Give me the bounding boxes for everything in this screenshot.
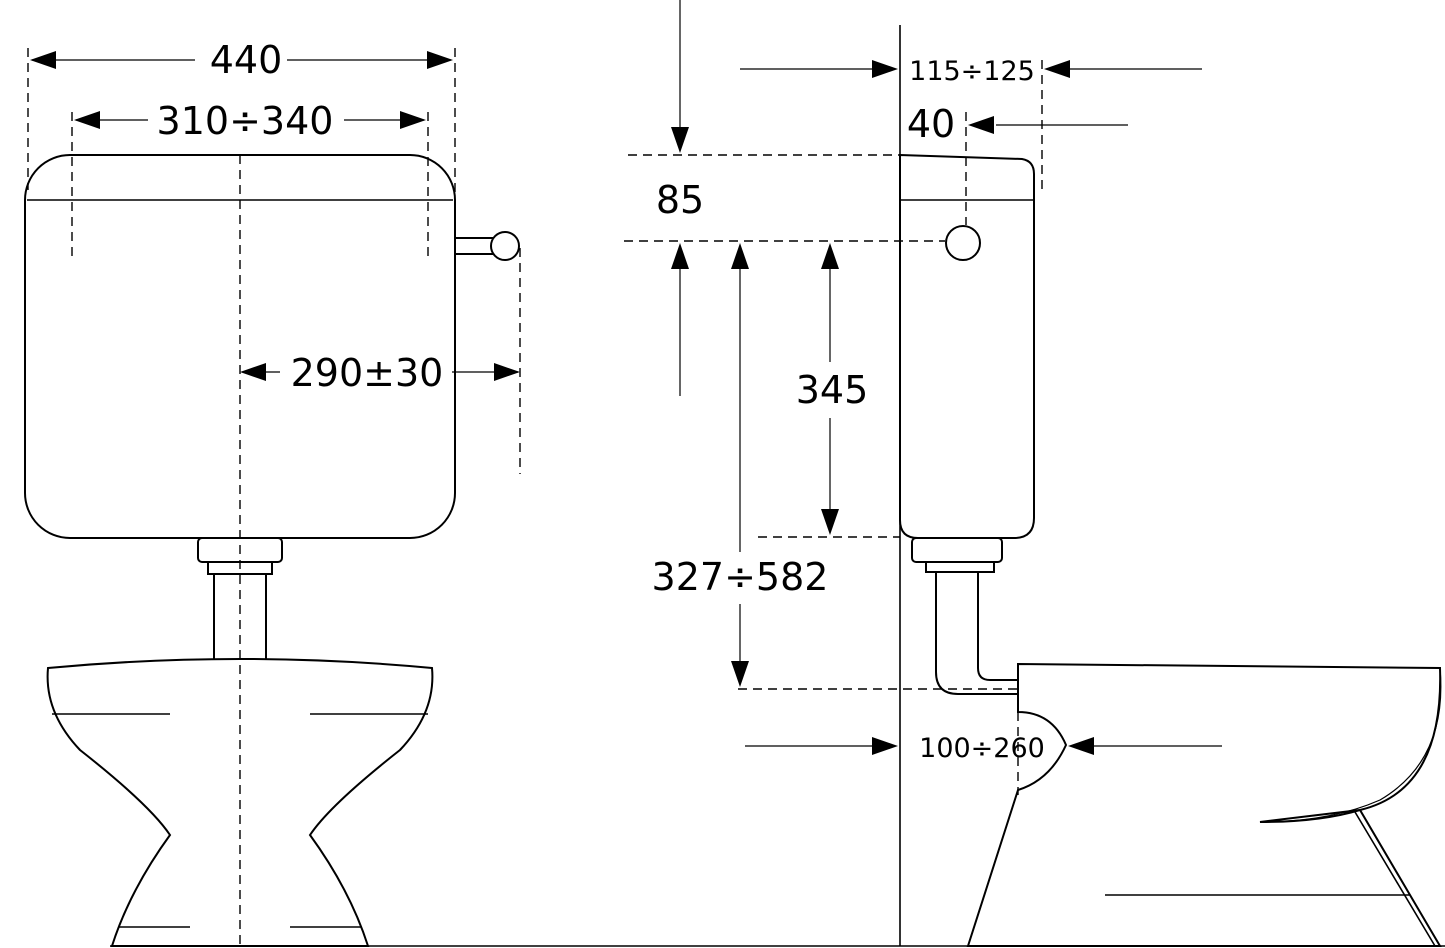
dimension-button-setback: 40 [907, 102, 1128, 146]
side-bowl-inner-curve [1259, 667, 1442, 823]
side-pipe-collar [925, 561, 995, 573]
arrow-345-top [821, 243, 839, 269]
dimension-overall-width: 440 [30, 38, 453, 82]
arrow-100-left [872, 737, 898, 755]
arrow-440-left [30, 51, 56, 69]
arrow-290-right [494, 363, 520, 381]
dimension-inlet-spacing: 310÷340 [74, 99, 426, 143]
arrow-310-left [74, 111, 100, 129]
dimension-tank-height: 345 [796, 243, 869, 535]
label-tank-height: 345 [796, 368, 869, 412]
arrow-345-bottom [821, 509, 839, 535]
side-bowl-trap-line [1354, 811, 1436, 947]
arrow-327-bottom [731, 661, 749, 687]
arrow-100-right [1068, 737, 1094, 755]
dimension-lever-offset: 290±30 [240, 351, 520, 395]
side-toilet-bowl [966, 662, 1442, 947]
arrow-440-right [427, 51, 453, 69]
label-inlet-spacing: 310÷340 [157, 99, 334, 143]
dimension-wall-to-bowl: 100÷260 [745, 733, 1222, 764]
dimension-wall-to-front: 115÷125 [740, 56, 1202, 87]
label-wall-to-bowl: 100÷260 [919, 733, 1045, 764]
side-view [110, 25, 1445, 947]
arrow-327-top [731, 243, 749, 269]
arrow-115-left [872, 60, 898, 78]
front-cistern-tank [24, 154, 456, 539]
side-flush-pipe [935, 571, 1019, 695]
dimension-flush-pipe-height: 327÷582 [652, 243, 829, 687]
label-lever-offset: 290±30 [291, 351, 444, 395]
arrow-40 [968, 116, 994, 134]
arrow-85-bottom [671, 243, 689, 269]
label-wall-to-front: 115÷125 [909, 56, 1035, 87]
arrow-85-top [671, 127, 689, 153]
label-flush-pipe-height: 327÷582 [652, 555, 829, 599]
label-button-setback: 40 [907, 102, 955, 146]
side-flush-button [945, 225, 981, 261]
side-pipe-nut [911, 537, 1003, 563]
side-cistern-tank [899, 153, 1035, 539]
label-overall-width: 440 [210, 38, 283, 82]
front-flush-lever-arm [454, 237, 496, 255]
dimension-button-drop: 85 [656, 0, 704, 396]
front-view [24, 48, 521, 947]
label-button-drop: 85 [656, 178, 704, 222]
arrow-310-right [400, 111, 426, 129]
front-flush-lever-knob [490, 231, 520, 261]
arrow-290-left [240, 363, 266, 381]
arrow-115-right [1044, 60, 1070, 78]
